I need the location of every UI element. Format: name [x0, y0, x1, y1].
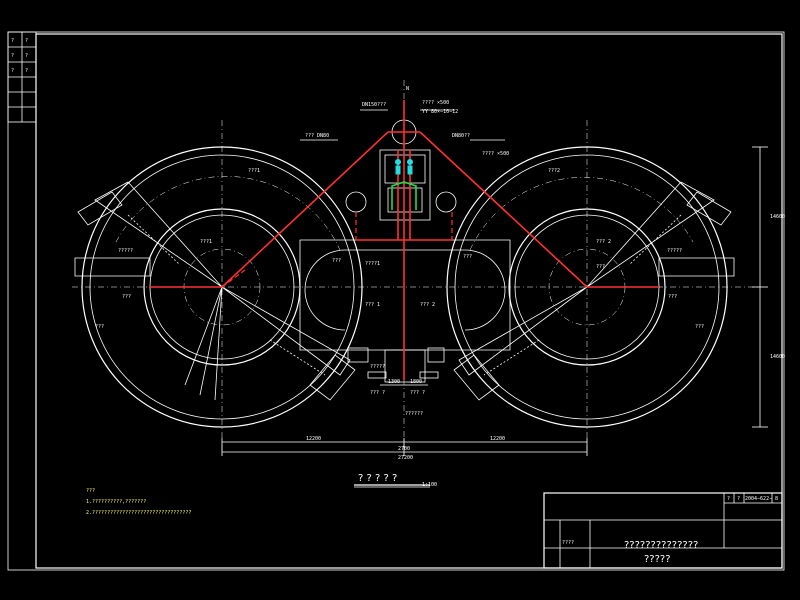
inner-left-label: ????1 [365, 261, 380, 267]
top-spec-a: ???? ×500 [422, 100, 449, 106]
right-pipe-label-2: ???? ×500 [482, 151, 509, 157]
small-label-1: ??? [122, 294, 131, 300]
notes-heading: ??? [86, 488, 95, 494]
side-cell-4: ? [25, 38, 28, 44]
title-label-left: ???? [562, 540, 574, 546]
central-building [299, 119, 511, 383]
drawing-title-text: ? ? ? ? ? [358, 473, 397, 484]
drawing-title: ? ? ? ? ? 1:100 [354, 473, 437, 488]
drawing-scale: 1:100 [422, 482, 437, 488]
title-project-name: ?????????????? [624, 540, 698, 551]
pool-left-label: ???1 [200, 239, 212, 245]
side-cell-5: ? [25, 53, 28, 59]
pipe-bottom-label: ?????? [405, 411, 423, 417]
dimension-lines [221, 146, 768, 456]
tank-right-label: ???2 [548, 168, 560, 174]
side-cell-2: ? [11, 53, 14, 59]
right-pipe-label: DN80?? [452, 133, 470, 139]
side-strip: ? ? ? ? ? ? [7, 31, 37, 123]
title-drawing-name: ????? [644, 554, 671, 565]
dim-right-width: 12200 [490, 436, 505, 442]
bottom-b-label: ??? ? [410, 390, 425, 396]
dim-left-width: 12200 [306, 436, 321, 442]
inner-border [35, 33, 783, 569]
small-label-4: ??? [668, 294, 677, 300]
leader-lines [300, 109, 505, 141]
right-sludge-label: ????? [667, 248, 682, 254]
small-label-6: ??? [596, 264, 605, 270]
center-left-label: ??? 1 [365, 302, 380, 308]
side-cell-1: ? [11, 38, 14, 44]
title-block: ? ? 2004−622− 8 ???? ?????????????? ????… [543, 492, 783, 569]
red-piping [150, 100, 659, 380]
bottom-pump-label: ????? [370, 364, 385, 370]
left-sludge-label: ????? [118, 248, 133, 254]
right-valve-well [435, 191, 457, 213]
left-pipe-label: ??? DN80 [305, 133, 329, 139]
center-right-label: ??? 2 [420, 302, 435, 308]
notes: ??? 1.??????????,??????? 2.?????????????… [86, 488, 191, 516]
dim-right-bottom: 14600 [770, 354, 785, 360]
tank-left-label: ???1 [248, 168, 260, 174]
side-cell-3: ? [11, 68, 14, 74]
dim-right-top: 14600 [770, 214, 785, 220]
small-label-2: ??? [95, 324, 104, 330]
title-label-b: ? [737, 496, 740, 502]
small-label-5: ??? [695, 324, 704, 330]
pool-right-label: ??? 2 [596, 239, 611, 245]
top-spec-b: YY 80×−10−12 [422, 109, 458, 115]
outer-border [7, 31, 785, 571]
dim-mid-1: 1300 [388, 379, 400, 385]
bottom-a-label: ??? ? [370, 390, 385, 396]
inner-right-label: ??? [463, 254, 472, 260]
title-label-a: ? [727, 496, 730, 502]
left-valve-well [345, 191, 367, 213]
top-pipe-label: DN150??? [362, 102, 386, 108]
side-cell-6: ? [25, 68, 28, 74]
pump-units [391, 159, 417, 210]
dim-center-width: 2700 [398, 446, 410, 452]
north-label: N [406, 86, 409, 92]
dim-total-width: 27200 [398, 455, 413, 461]
notes-line-2: 2.????????????????????????????????? [86, 510, 191, 516]
title-drawing-no: 2004−622− [745, 496, 772, 502]
notes-line-1: 1.??????????,??????? [86, 499, 146, 505]
dim-mid-2: 1800 [410, 379, 422, 385]
title-sheet: 8 [775, 496, 778, 502]
small-label-3: ??? [332, 258, 341, 264]
